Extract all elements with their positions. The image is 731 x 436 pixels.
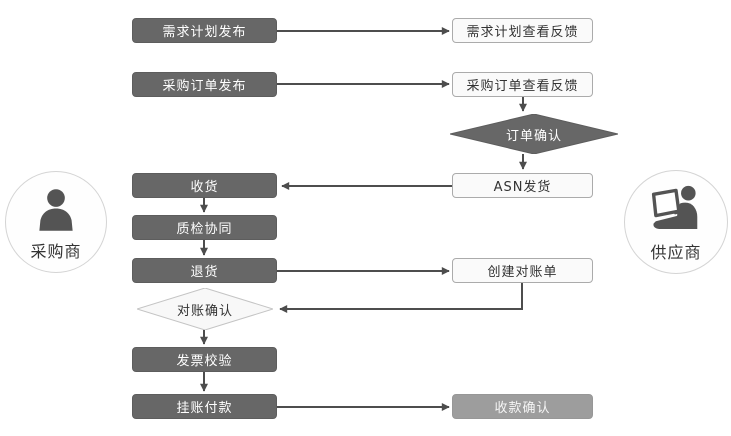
node-return-goods: 退货 — [132, 258, 277, 283]
node-label: 挂账付款 — [176, 401, 233, 416]
node-label: ASN发货 — [493, 180, 552, 195]
actor-supplier: 供应商 — [624, 170, 728, 274]
actor-supplier-label: 供应商 — [650, 242, 702, 262]
node-quality-check: 质检协同 — [132, 215, 277, 240]
node-po-publish: 采购订单发布 — [132, 72, 277, 97]
node-receipt-confirm: 收款确认 — [452, 394, 593, 419]
node-label: 收款确认 — [494, 401, 551, 416]
node-create-statement: 创建对账单 — [452, 258, 593, 283]
node-order-confirm-decision: 订单确认 — [450, 114, 618, 154]
node-label: 退货 — [190, 265, 219, 280]
connector-statement-to-reconcile — [279, 283, 523, 313]
diamond-shape — [137, 288, 273, 330]
node-receive-goods: 收货 — [132, 173, 277, 198]
node-invoice-verify: 发票校验 — [132, 347, 277, 372]
node-demand-plan-publish: 需求计划发布 — [132, 18, 277, 43]
node-demand-plan-feedback: 需求计划查看反馈 — [452, 18, 593, 43]
actor-buyer-label: 采购商 — [30, 241, 82, 261]
node-label: 收货 — [190, 180, 219, 195]
node-label: 订单确认 — [505, 128, 562, 144]
diamond-shape — [450, 114, 618, 154]
node-label: 需求计划查看反馈 — [466, 25, 579, 40]
node-label: 需求计划发布 — [162, 25, 247, 40]
node-label: 发票校验 — [176, 354, 233, 369]
node-label: 对账确认 — [176, 303, 233, 319]
node-po-feedback: 采购订单查看反馈 — [452, 72, 593, 97]
node-label: 采购订单发布 — [162, 79, 247, 94]
node-book-payment: 挂账付款 — [132, 394, 277, 419]
buyer-person-icon — [39, 188, 73, 231]
node-asn-ship: ASN发货 — [452, 173, 593, 198]
supplier-person-laptop-icon — [651, 185, 698, 229]
actor-buyer: 采购商 — [5, 171, 107, 273]
node-label: 质检协同 — [176, 222, 233, 237]
node-label: 创建对账单 — [487, 265, 558, 280]
node-reconcile-confirm-decision: 对账确认 — [137, 288, 273, 330]
node-label: 采购订单查看反馈 — [466, 79, 579, 94]
